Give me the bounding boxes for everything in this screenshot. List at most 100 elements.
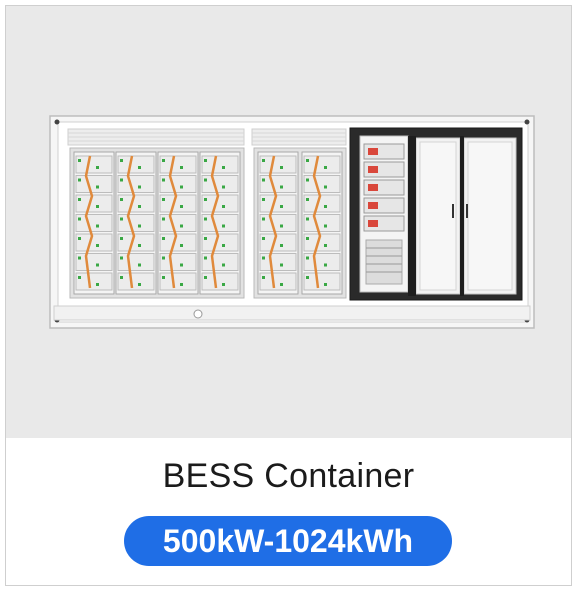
terminal-marker <box>222 224 225 228</box>
battery-module <box>259 233 297 252</box>
terminal-marker <box>222 205 225 208</box>
spec-badge[interactable]: 500kW-1024kWh <box>124 516 452 566</box>
battery-module <box>259 194 297 213</box>
terminal-marker <box>180 263 183 267</box>
terminal-marker <box>96 185 99 189</box>
pcs-module <box>363 197 405 214</box>
battery-module <box>303 272 341 291</box>
terminal-marker <box>280 244 283 247</box>
terminal-marker <box>306 198 309 201</box>
battery-module <box>117 253 155 271</box>
terminal-marker <box>306 178 309 182</box>
terminal-marker <box>280 185 283 189</box>
pcs-module <box>363 215 405 232</box>
terminal-marker <box>204 237 207 240</box>
terminal-marker <box>280 205 283 208</box>
terminal-marker <box>262 178 265 182</box>
terminal-marker <box>78 178 81 182</box>
battery-module <box>259 155 297 174</box>
terminal-marker <box>324 185 327 189</box>
pcs-module <box>363 161 405 178</box>
terminal-marker <box>78 198 81 201</box>
battery-module <box>259 253 297 271</box>
terminal-marker <box>222 185 225 189</box>
battery-module <box>303 175 341 193</box>
battery-module <box>117 155 155 174</box>
terminal-marker <box>262 217 265 221</box>
battery-module <box>75 175 113 193</box>
battery-module <box>303 214 341 232</box>
terminal-marker <box>162 276 165 279</box>
bess-container-image <box>49 115 535 329</box>
cable-run <box>84 155 94 289</box>
battery-module <box>201 214 239 232</box>
terminal-marker <box>78 276 81 279</box>
terminal-marker <box>180 283 183 286</box>
battery-module <box>117 194 155 213</box>
pcs-module <box>363 143 405 160</box>
battery-module <box>75 194 113 213</box>
terminal-marker <box>262 159 265 162</box>
terminal-marker <box>138 224 141 228</box>
battery-module <box>159 155 197 174</box>
terminal-marker <box>138 185 141 189</box>
battery-module <box>201 155 239 174</box>
terminal-marker <box>324 224 327 228</box>
battery-module <box>75 272 113 291</box>
terminal-marker <box>262 198 265 201</box>
terminal-marker <box>324 263 327 267</box>
battery-module <box>303 233 341 252</box>
pcs-display <box>368 184 378 191</box>
battery-module <box>117 272 155 291</box>
battery-module <box>201 272 239 291</box>
battery-module <box>303 194 341 213</box>
cable-run <box>268 155 278 289</box>
product-title: BESS Container <box>162 457 415 495</box>
terminal-marker <box>262 256 265 260</box>
terminal-marker <box>262 276 265 279</box>
battery-module <box>259 175 297 193</box>
terminal-marker <box>120 256 123 260</box>
terminal-marker <box>180 224 183 228</box>
terminal-marker <box>120 276 123 279</box>
terminal-marker <box>204 256 207 260</box>
terminal-marker <box>120 237 123 240</box>
cable-run <box>210 155 220 289</box>
battery-module <box>159 253 197 271</box>
cable-run <box>168 155 178 289</box>
terminal-marker <box>180 205 183 208</box>
terminal-marker <box>120 178 123 182</box>
product-card[interactable]: BESS Container 500kW-1024kWh <box>5 5 572 586</box>
terminal-marker <box>280 263 283 267</box>
terminal-marker <box>96 283 99 286</box>
terminal-marker <box>280 283 283 286</box>
battery-module <box>159 175 197 193</box>
terminal-marker <box>78 237 81 240</box>
terminal-marker <box>324 166 327 169</box>
battery-module <box>303 253 341 271</box>
terminal-marker <box>222 244 225 247</box>
terminal-marker <box>324 205 327 208</box>
terminal-marker <box>78 256 81 260</box>
cable-run <box>312 155 322 289</box>
pcs-display <box>368 202 378 209</box>
terminal-marker <box>324 244 327 247</box>
battery-module <box>75 233 113 252</box>
terminal-marker <box>222 283 225 286</box>
terminal-marker <box>78 159 81 162</box>
terminal-marker <box>120 217 123 221</box>
terminal-marker <box>204 276 207 279</box>
terminal-marker <box>222 166 225 169</box>
battery-module <box>201 175 239 193</box>
terminal-marker <box>306 217 309 221</box>
battery-module <box>117 175 155 193</box>
terminal-marker <box>222 263 225 267</box>
terminal-marker <box>96 263 99 267</box>
terminal-marker <box>78 217 81 221</box>
terminal-marker <box>96 205 99 208</box>
product-image-area <box>6 6 571 438</box>
terminal-marker <box>138 205 141 208</box>
terminal-marker <box>96 244 99 247</box>
terminal-marker <box>306 159 309 162</box>
terminal-marker <box>306 256 309 260</box>
